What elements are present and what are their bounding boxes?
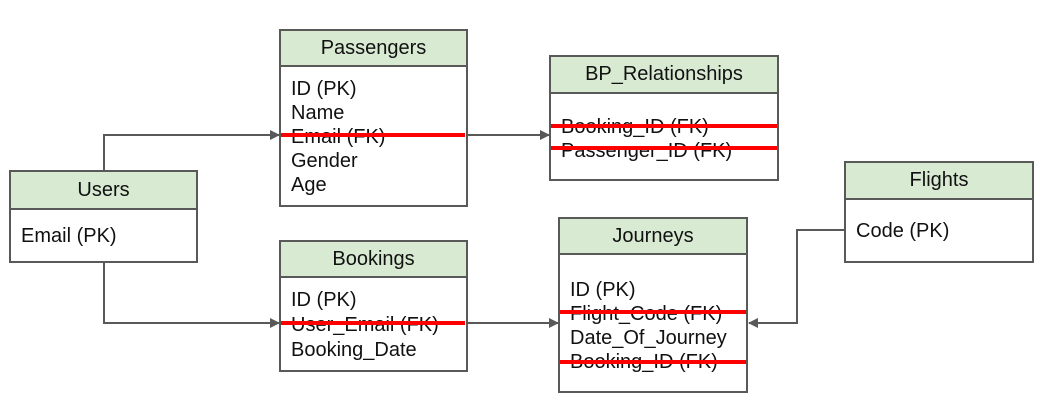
- passengers-field-age: Age: [291, 174, 327, 196]
- journeys-field-flight-code: Flight_Code (FK): [570, 303, 723, 325]
- flights-table[interactable]: Flights Code (PK): [844, 161, 1034, 263]
- connector-flights-to-journeys: [748, 229, 845, 328]
- passengers-field-name: Name: [291, 102, 345, 124]
- strike-passengers-email-fk: [281, 133, 465, 137]
- users-table[interactable]: Users Email (PK): [9, 170, 198, 263]
- bp-relationships-table[interactable]: BP_Relationships Booking_ID (FK) Passeng…: [549, 55, 779, 181]
- strike-bookings-user-email-fk: [281, 321, 465, 325]
- users-table-header: Users: [11, 172, 196, 210]
- journeys-field-id: ID (PK): [570, 279, 636, 301]
- bookings-table[interactable]: Bookings ID (PK) User_Email (FK) Booking…: [279, 240, 468, 372]
- passengers-field-gender: Gender: [291, 150, 358, 172]
- passengers-table-header: Passengers: [281, 31, 466, 67]
- bookings-field-booking-date: Booking_Date: [291, 339, 417, 361]
- connector-users-to-passengers: [103, 130, 280, 170]
- strike-journeys-booking-id-fk: [560, 360, 746, 364]
- journeys-table-header: Journeys: [560, 219, 746, 255]
- users-field-email: Email (PK): [21, 225, 117, 247]
- bp-relationships-table-header: BP_Relationships: [551, 57, 777, 94]
- bp-relationships-field-passenger-id: Passenger_ID (FK): [561, 140, 733, 162]
- bookings-field-id: ID (PK): [291, 289, 357, 311]
- passengers-field-email: Email (FK): [291, 126, 386, 148]
- bookings-table-header: Bookings: [281, 242, 466, 278]
- journeys-table[interactable]: Journeys ID (PK) Flight_Code (FK) Date_O…: [558, 217, 748, 393]
- strike-bp-booking-id-fk: [551, 124, 777, 128]
- journeys-field-date-of-journey: Date_Of_Journey: [570, 327, 727, 349]
- passengers-table[interactable]: Passengers ID (PK) Name Email (FK) Gende…: [279, 29, 468, 207]
- strike-journeys-flight-code-fk: [560, 310, 746, 314]
- bookings-field-user-email: User_Email (FK): [291, 314, 439, 336]
- flights-field-code: Code (PK): [856, 220, 950, 242]
- flights-table-header: Flights: [846, 163, 1032, 200]
- strike-bp-passenger-id-fk: [551, 146, 777, 150]
- connector-users-to-bookings: [103, 262, 280, 328]
- passengers-field-id: ID (PK): [291, 78, 357, 100]
